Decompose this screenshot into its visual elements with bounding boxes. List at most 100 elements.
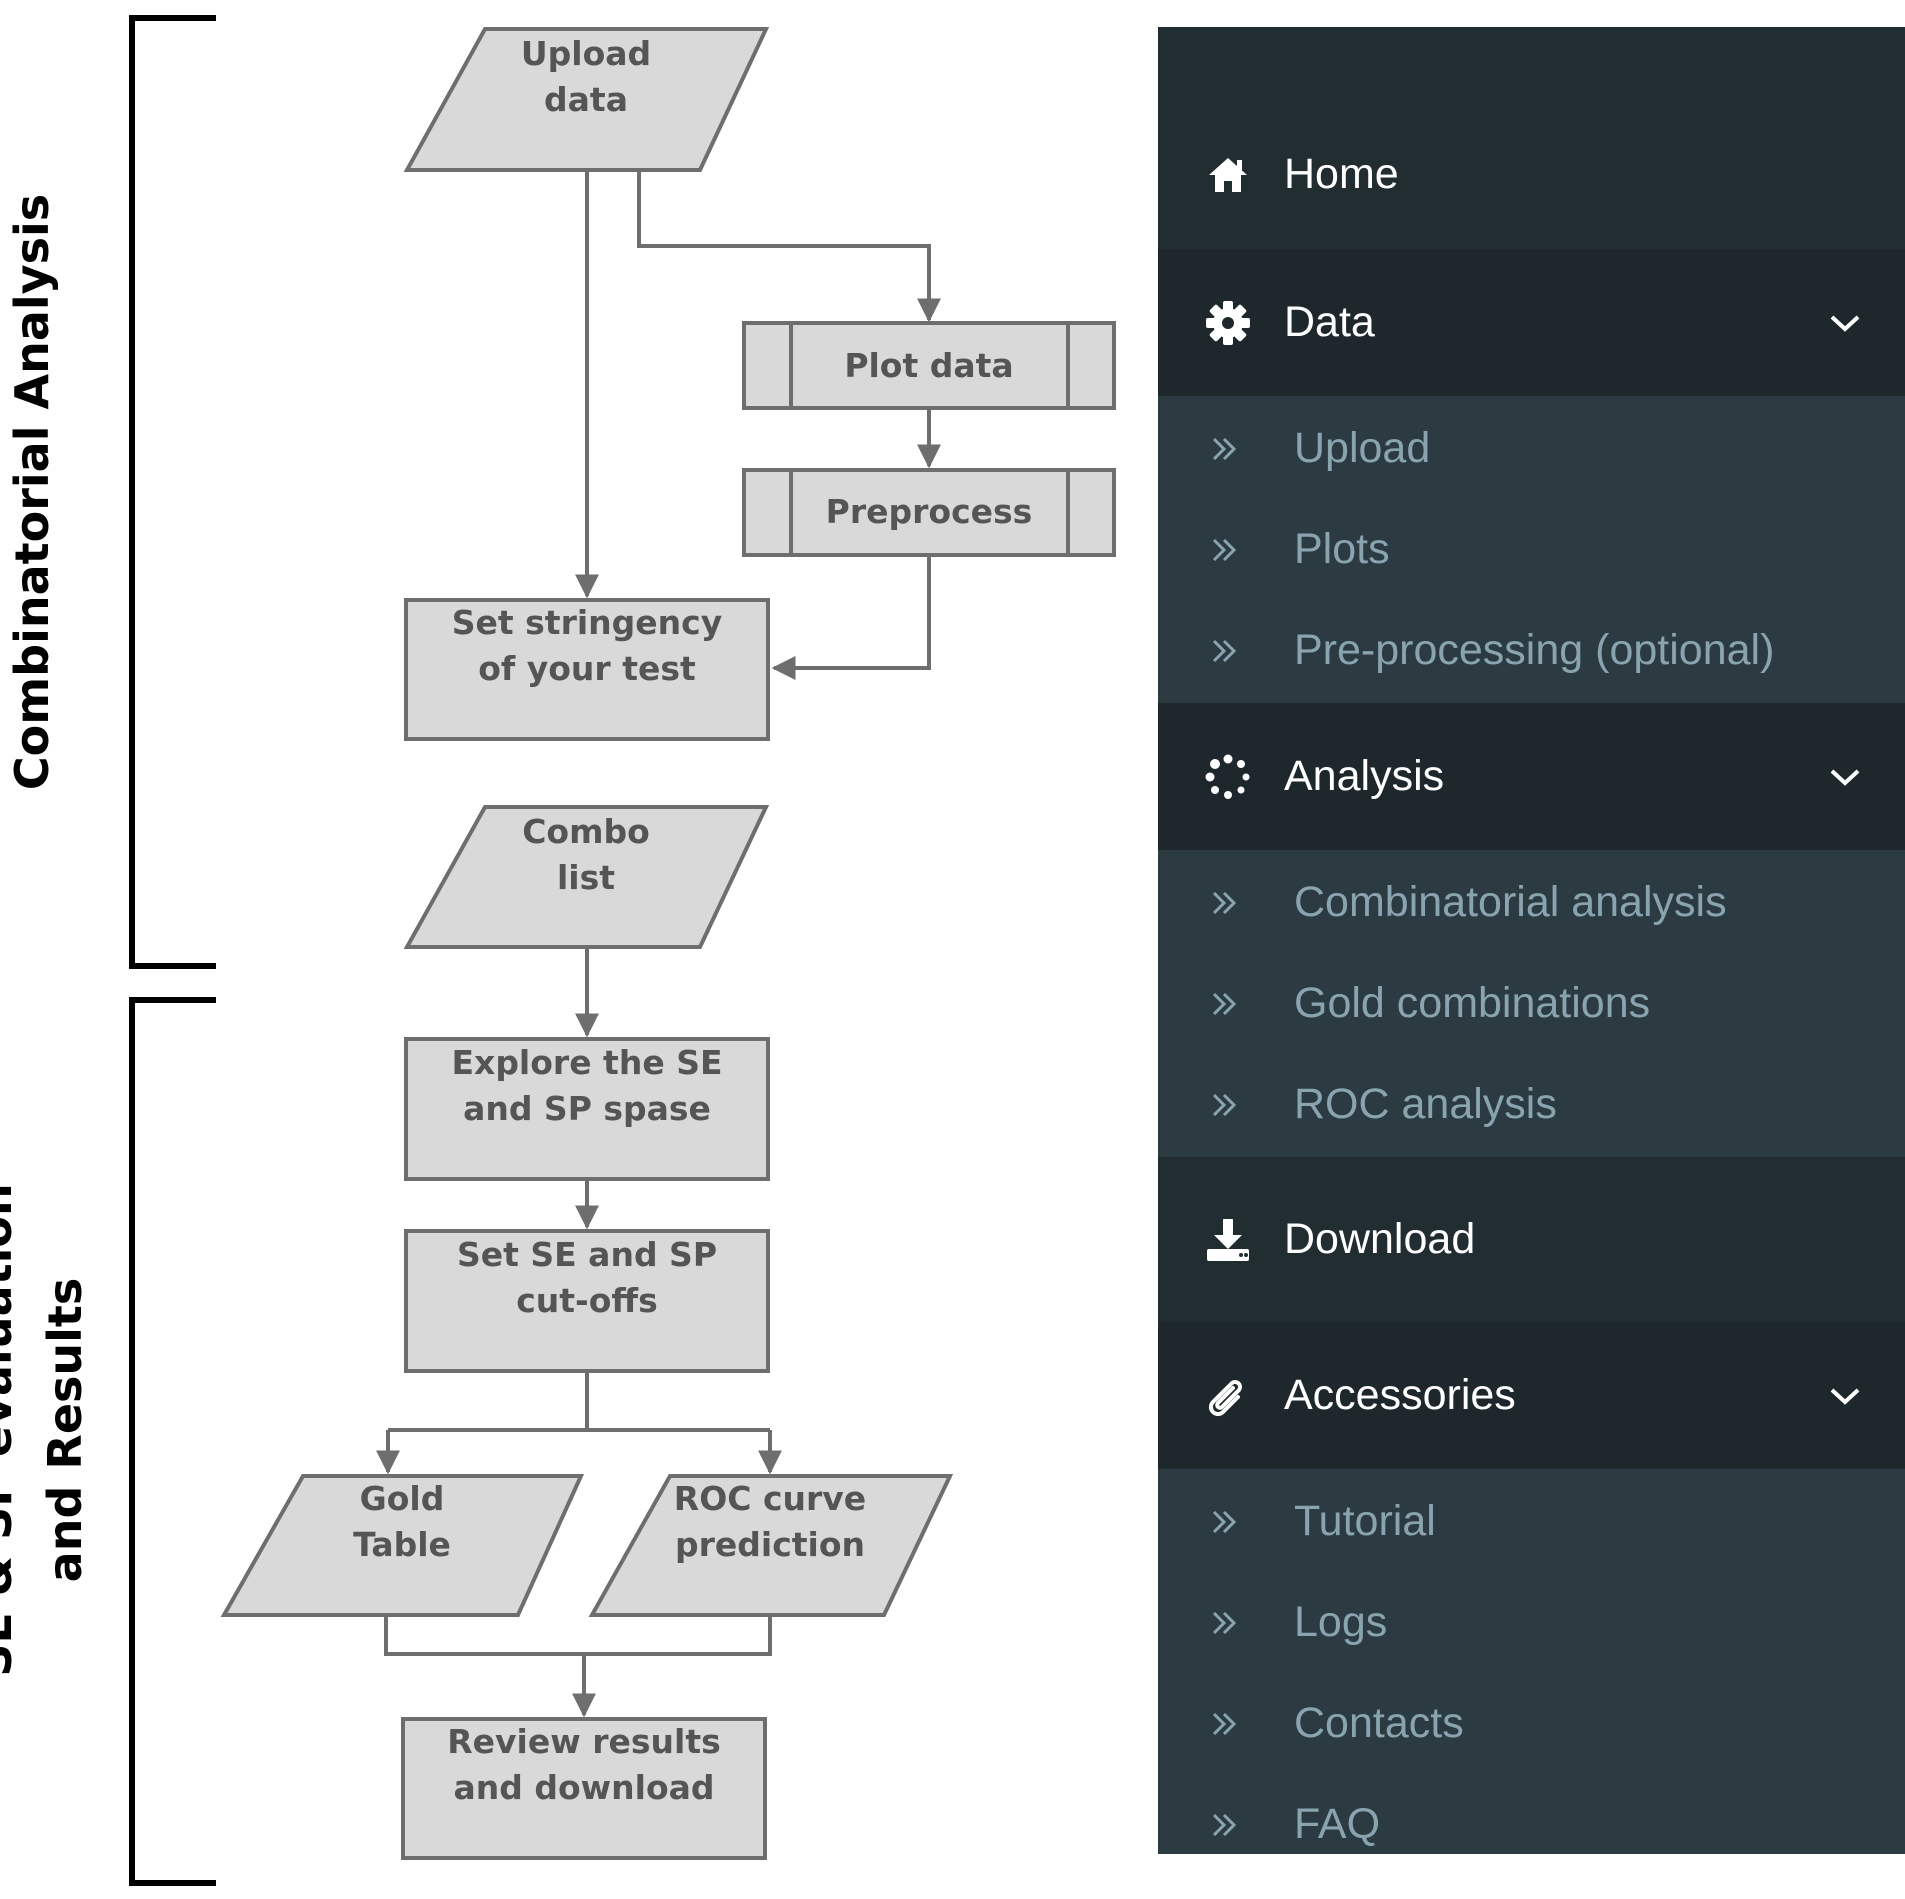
node-label-review: Review results and download [447, 1722, 721, 1807]
node-label-roc-prediction: ROC curve prediction [674, 1479, 866, 1564]
bracket-label-se-sp: SE & SP evaluation and Results [0, 1183, 92, 1676]
sidebar-subitem-gold[interactable]: Gold combinations [1158, 953, 1905, 1054]
sidebar-sublabel-logs: Logs [1294, 1598, 1388, 1646]
sidebar-subitem-combinatorial[interactable]: Combinatorial analysis [1158, 852, 1905, 953]
sidebar-item-accessories[interactable]: Accessories [1158, 1322, 1905, 1469]
submenu-accessories: Tutorial Logs Contacts FAQ [1158, 1469, 1905, 1854]
text-line: prediction [675, 1525, 865, 1564]
node-review [401, 1717, 767, 1860]
double-chevron-right-icon [1210, 1090, 1250, 1120]
arrow-upload-to-plot [637, 170, 941, 323]
sidebar-subitem-faq[interactable]: FAQ [1158, 1774, 1905, 1854]
node-plot-data [742, 321, 1116, 410]
sidebar-item-home[interactable]: Home [1158, 100, 1905, 249]
text-line: Review results [447, 1722, 721, 1761]
text-line: list [557, 858, 615, 897]
text-line: and Results [38, 1278, 92, 1583]
chevron-down-icon[interactable] [1827, 765, 1863, 789]
node-upload-data [403, 27, 770, 172]
text-line: cut-offs [516, 1281, 658, 1320]
node-explore [404, 1037, 770, 1181]
flowchart: Combinatorial Analysis SE & SP evaluatio… [0, 15, 1116, 1886]
node-label-preprocess: Preprocess [826, 492, 1033, 531]
text-line: Plot data [844, 346, 1013, 385]
arrow-branch-to-gold [388, 1428, 770, 1472]
node-combo-list [403, 805, 770, 949]
sidebar-sublabel-tutorial: Tutorial [1294, 1497, 1436, 1545]
text-line: SE & SP evaluation [0, 1183, 22, 1676]
sidebar-subitem-preprocessing[interactable]: Pre-processing (optional) [1158, 600, 1905, 701]
text-line: Set stringency [452, 603, 722, 642]
merge-results [384, 1615, 772, 1656]
double-chevron-right-icon [1210, 1507, 1250, 1537]
double-chevron-right-icon [1210, 434, 1250, 464]
home-icon [1202, 149, 1254, 201]
sidebar-subitem-roc[interactable]: ROC analysis [1158, 1054, 1905, 1155]
text-line: ROC curve [674, 1479, 866, 1518]
sidebar-subitem-tutorial[interactable]: Tutorial [1158, 1471, 1905, 1572]
text-line: Set SE and SP [457, 1235, 717, 1274]
bracket-combinatorial [129, 15, 216, 969]
sidebar-sublabel-combinatorial: Combinatorial analysis [1294, 878, 1727, 926]
node-label-combo-list: Combo list [522, 812, 650, 897]
sidebar-label-download: Download [1284, 1215, 1476, 1263]
double-chevron-right-icon [1210, 888, 1250, 918]
submenu-data: Upload Plots Pre-processing (optional) [1158, 396, 1905, 703]
node-label-plot-data: Plot data [844, 346, 1013, 385]
sidebar-sublabel-roc: ROC analysis [1294, 1080, 1557, 1128]
node-label-upload-data: Upload data [521, 34, 651, 119]
node-set-stringency [404, 598, 770, 741]
text-line: Gold [360, 1479, 445, 1518]
double-chevron-right-icon [1210, 1810, 1250, 1840]
sidebar-subitem-upload[interactable]: Upload [1158, 398, 1905, 499]
double-chevron-right-icon [1210, 989, 1250, 1019]
text-line: Combinatorial Analysis [5, 194, 59, 790]
sidebar-label-data: Data [1284, 298, 1375, 346]
node-preprocess [742, 468, 1116, 557]
sidebar-label-home: Home [1284, 150, 1399, 198]
sidebar-sublabel-gold: Gold combinations [1294, 979, 1651, 1027]
node-label-set-cutoffs: Set SE and SP cut-offs [457, 1235, 717, 1320]
sidebar-sublabel-plots: Plots [1294, 525, 1390, 573]
sidebar-sublabel-preprocessing: Pre-processing (optional) [1294, 626, 1775, 674]
download-icon [1202, 1214, 1254, 1266]
chevron-down-icon[interactable] [1827, 1384, 1863, 1408]
sidebar-subitem-logs[interactable]: Logs [1158, 1572, 1905, 1673]
text-line: and SP spase [463, 1089, 711, 1128]
bracket-label-combinatorial: Combinatorial Analysis [5, 194, 59, 790]
text-line: data [544, 80, 628, 119]
sidebar-subitem-contacts[interactable]: Contacts [1158, 1673, 1905, 1774]
sidebar-item-analysis[interactable]: Analysis [1158, 703, 1905, 850]
double-chevron-right-icon [1210, 535, 1250, 565]
double-chevron-right-icon [1210, 1608, 1250, 1638]
sidebar-item-data[interactable]: Data [1158, 249, 1905, 396]
sidebar-sublabel-upload: Upload [1294, 424, 1431, 472]
node-set-cutoffs [404, 1229, 770, 1373]
double-chevron-right-icon [1210, 636, 1250, 666]
node-gold-table [220, 1474, 585, 1617]
text-line: Upload [521, 34, 651, 73]
arrow-preprocess-to-stringency [771, 555, 931, 680]
connectors [384, 170, 941, 1718]
bracket-se-sp [129, 997, 216, 1886]
sidebar-menu: Home Data [1158, 27, 1905, 1854]
text-line: Table [353, 1525, 451, 1564]
chevron-down-icon[interactable] [1827, 311, 1863, 335]
text-line: Combo [522, 812, 650, 851]
submenu-analysis: Combinatorial analysis Gold combinations… [1158, 850, 1905, 1157]
sidebar-sublabel-faq: FAQ [1294, 1800, 1381, 1848]
sidebar-label-analysis: Analysis [1284, 752, 1445, 800]
text-line: Preprocess [826, 492, 1033, 531]
spinner-icon [1202, 751, 1254, 803]
text-line: and download [453, 1768, 714, 1807]
double-chevron-right-icon [1210, 1709, 1250, 1739]
sidebar-subitem-plots[interactable]: Plots [1158, 499, 1905, 600]
sidebar-sublabel-contacts: Contacts [1294, 1699, 1464, 1747]
sidebar-item-download[interactable]: Download [1158, 1157, 1905, 1322]
text-line: of your test [478, 649, 696, 688]
paperclip-icon [1202, 1370, 1254, 1422]
node-roc-prediction [588, 1474, 954, 1617]
node-label-set-stringency: Set stringency of your test [452, 603, 722, 688]
